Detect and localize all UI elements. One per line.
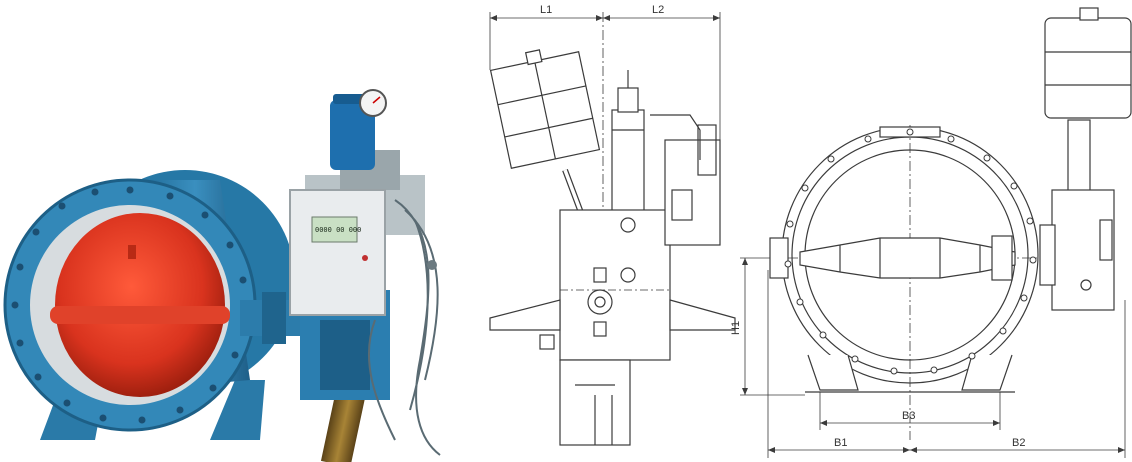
side-shaft-hub (587, 289, 613, 315)
hydraulic-hoses (367, 199, 441, 456)
side-cylinder-column (611, 109, 645, 216)
dim-label-l1: L1 (540, 4, 552, 16)
flange-bolts (11, 186, 249, 424)
dim-label-b2: B2 (1012, 437, 1025, 449)
hose-fitting (427, 260, 437, 270)
dim-label-l2: L2 (652, 4, 664, 16)
disc-top-lug (128, 245, 136, 259)
front-view-drawing (740, 7, 1132, 458)
valve-base-foot-right (210, 380, 265, 440)
control-panel-screen (311, 216, 358, 243)
control-cabinet (289, 189, 386, 316)
front-bolt-holes (784, 128, 1037, 375)
front-foot-right (961, 354, 1013, 391)
dim-label-b3: B3 (902, 410, 915, 422)
side-flange (489, 299, 561, 331)
dim-label-b1: B1 (834, 437, 847, 449)
cabinet-indicator (362, 255, 368, 261)
dim-label-h1: H1 (730, 321, 742, 335)
electric-motor (330, 100, 375, 170)
actuator-support (320, 320, 370, 390)
shaft-coupling (262, 292, 286, 344)
front-counterweight (1044, 17, 1132, 119)
disc-shaft-boss (50, 306, 230, 324)
side-valve-body (559, 209, 671, 361)
side-view-drawing (489, 12, 736, 446)
valve-disc (55, 213, 225, 397)
support-pipe (320, 382, 367, 462)
control-panel-readout: 0000 00 000 (315, 226, 361, 234)
valve-photo: 0000 00 000 (3, 89, 441, 462)
front-foot-left (807, 354, 859, 391)
